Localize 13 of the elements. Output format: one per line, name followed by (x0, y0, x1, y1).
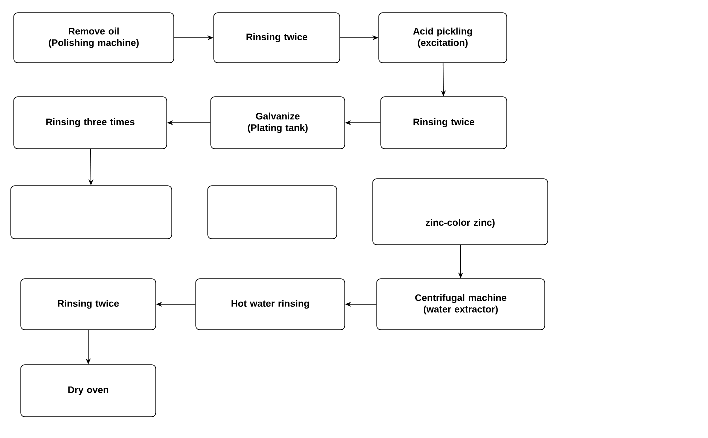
process-box: zinc-color zinc) (372, 178, 548, 246)
process-box: Acid pickling (excitation) (378, 12, 508, 64)
process-box: Centrifugal machine (water extractor) (376, 278, 546, 330)
process-box: Rinsing twice (20, 278, 156, 330)
process-box: Rinsing twice (214, 12, 340, 64)
blank-box (10, 186, 172, 240)
process-box: Rinsing twice (380, 96, 508, 150)
blank-box (208, 186, 338, 240)
process-box: Rinsing three times (14, 96, 168, 150)
process-box: Galvanize (Plating tank) (210, 96, 346, 150)
process-box: Hot water rinsing (196, 278, 346, 330)
process-box: Remove oil (Polishing machine) (14, 12, 174, 64)
process-box: Dry oven (20, 364, 156, 418)
